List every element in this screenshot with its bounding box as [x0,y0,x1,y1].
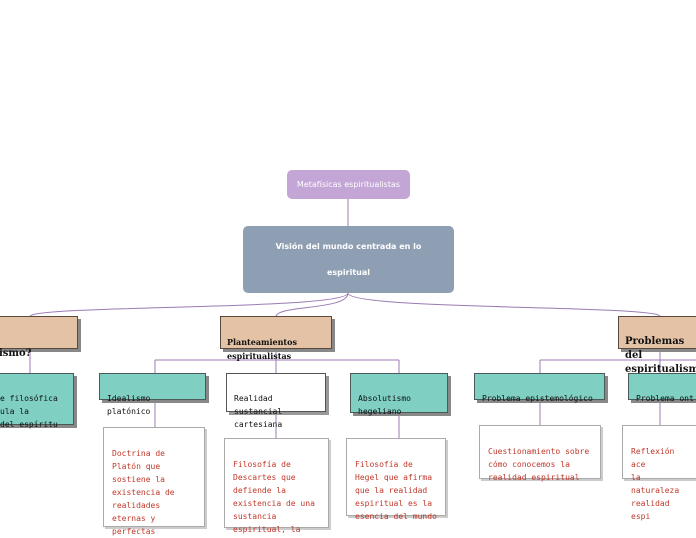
detail-ontologico-text: Reflexión ace la naturaleza realidad esp… [631,447,680,521]
subtopic-left[interactable]: e filosófica ula la del espíritu [0,373,74,429]
subtopic-left-label: e filosófica ula la del espíritu [0,394,58,429]
detail-hegeliano[interactable]: Filosofía de Hegel que afirma que la rea… [346,438,446,521]
subtopic-idealismo-platonico-label: Idealismo platónico [107,394,151,416]
subtopic-problema-epistemologico[interactable]: Problema epistemológico [474,373,605,403]
mind-map-canvas: Metafísicas espiritualistas Visión del m… [0,170,696,536]
subtopic-problema-ontologico-label: Problema ont [636,394,694,403]
central-node[interactable]: Visión del mundo centrada en lo espiritu… [243,226,454,293]
subtopic-realidad-cartesiana-label: Realidad sustancial cartesiana [234,394,283,429]
central-node-label: Visión del mundo centrada en lo espiritu… [275,241,422,277]
root-node-label: Metafísicas espiritualistas [296,180,401,189]
subtopic-absolutismo-hegeliano-label: Absolutismo hegeliano [358,394,411,416]
subtopic-idealismo-platonico[interactable]: Idealismo platónico [99,373,206,416]
detail-platonico[interactable]: Doctrina de Platón que sostiene la exist… [103,427,205,536]
detail-epistemologico[interactable]: Cuestionamiento sobre cómo conocemos la … [479,425,601,482]
subtopic-problema-epistemologico-label: Problema epistemológico [482,394,593,403]
subtopic-absolutismo-hegeliano[interactable]: Absolutismo hegeliano [350,373,448,416]
topic-planteamientos[interactable]: Planteamientos espiritualistas [220,316,332,361]
detail-epistemologico-text: Cuestionamiento sobre cómo conocemos la … [488,447,590,482]
detail-ontologico[interactable]: Reflexión ace la naturaleza realidad esp… [622,425,696,521]
subtopic-problema-ontologico[interactable]: Problema ont [628,373,696,403]
detail-cartesiana-text: Filosofía de Descartes que defiende la e… [233,460,315,534]
topic-left[interactable]: ismo? [0,316,78,359]
root-node[interactable]: Metafísicas espiritualistas [287,170,410,199]
detail-platonico-text: Doctrina de Platón que sostiene la exist… [112,449,175,536]
topic-planteamientos-label: Planteamientos espiritualistas [227,337,297,361]
topic-left-label: ismo? [0,348,32,359]
subtopic-realidad-cartesiana[interactable]: Realidad sustancial cartesiana [226,373,326,429]
detail-cartesiana[interactable]: Filosofía de Descartes que defiende la e… [224,438,329,534]
detail-hegeliano-text: Filosofía de Hegel que afirma que la rea… [355,460,437,521]
connector-lines [29,199,696,438]
